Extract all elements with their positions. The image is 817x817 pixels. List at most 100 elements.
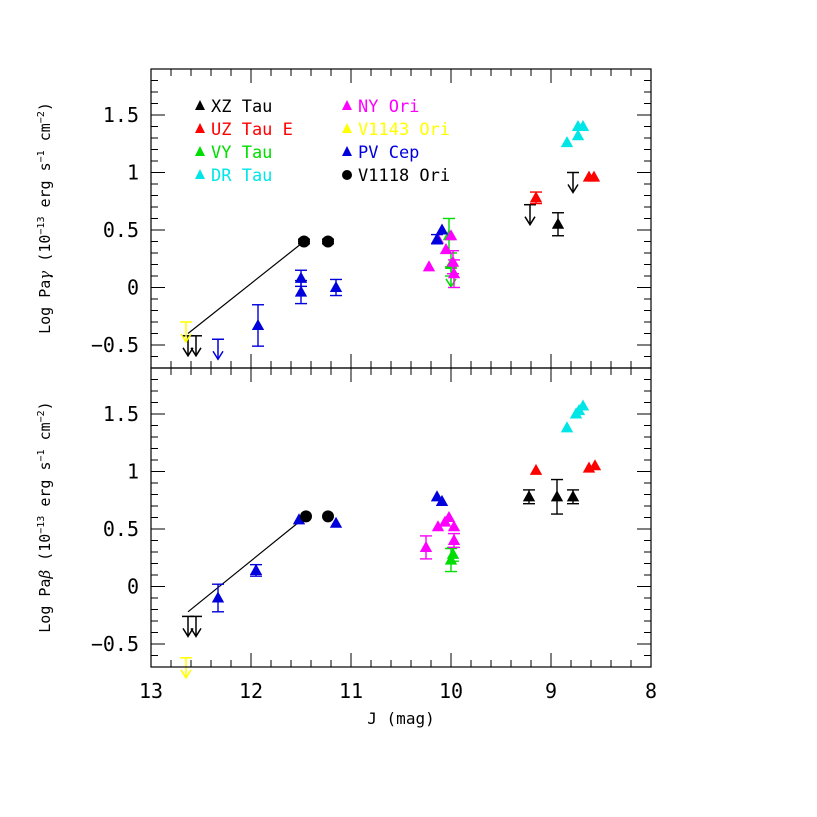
pabeta-marks bbox=[180, 399, 602, 680]
pabeta-ytick-label: 1.5 bbox=[103, 402, 139, 426]
pagamma-point-pv-cep bbox=[294, 285, 308, 297]
pabeta-series-ny-ori bbox=[419, 511, 461, 560]
pagamma-point-pv-cep bbox=[329, 281, 343, 293]
pagamma-point-uz-tau-e bbox=[587, 170, 601, 182]
pabeta-point-pv-cep bbox=[249, 563, 263, 575]
pabeta-ytick-label: −0.5 bbox=[91, 632, 139, 656]
pagamma-upper-limit-xz-tau bbox=[567, 171, 579, 194]
pabeta-upper-limit-xz-tau-head bbox=[190, 628, 202, 638]
pabeta-point-xz-tau bbox=[566, 490, 580, 502]
pagamma-upper-limit-xz-tau bbox=[524, 203, 536, 227]
pabeta-series-v1118-ori bbox=[300, 510, 334, 523]
pagamma-y-ticks: −0.5 0 0.5 1 1.5 bbox=[91, 68, 652, 369]
pagamma-ytick-label: 1.5 bbox=[103, 103, 139, 127]
x-tick-label: 13 bbox=[139, 679, 163, 703]
pabeta-fit-line bbox=[187, 515, 307, 613]
x-tick-label: 12 bbox=[239, 679, 263, 703]
legend-item-pv-cep-marker bbox=[342, 146, 352, 156]
legend-item-dr-tau-marker bbox=[195, 169, 205, 179]
pagamma-upper-limit-xz-tau-head bbox=[182, 347, 194, 358]
pabeta-point-pv-cep bbox=[211, 591, 225, 603]
pabeta-upper-limit-v1143-ori bbox=[180, 657, 192, 680]
pagamma-point-v1118-ori bbox=[322, 235, 334, 248]
pabeta-y-ticks: −0.5 0 0.5 1 1.5 bbox=[91, 367, 652, 668]
legend-item-xz-tau-label: XZ Tau bbox=[211, 97, 272, 117]
pagamma-point-pv-cep bbox=[435, 223, 449, 235]
x-axis-ticks: 13 12 11 10 9 8 bbox=[139, 679, 657, 703]
legend-item-vy-tau: VY Tau bbox=[195, 143, 272, 163]
pagamma-upper-limit-xz-tau-head bbox=[567, 184, 579, 194]
pabeta-ytick-label: 1 bbox=[127, 460, 139, 484]
pagamma-point-pv-cep bbox=[251, 318, 265, 330]
pagamma-point-pv-cep bbox=[430, 232, 444, 244]
legend-item-dr-tau: DR Tau bbox=[195, 166, 272, 186]
x-axis-label: J (mag) bbox=[367, 709, 434, 728]
pagamma-fit-line bbox=[187, 241, 305, 334]
x-tick-label: 11 bbox=[339, 679, 363, 703]
pabeta-series-vy-tau bbox=[444, 546, 460, 573]
pabeta-point-ny-ori bbox=[447, 534, 461, 546]
pabeta-point-ny-ori bbox=[447, 520, 461, 532]
pagamma-upper-limit-pv-cep-head bbox=[212, 350, 224, 361]
pagamma-ytick-label: −0.5 bbox=[91, 333, 139, 357]
pabeta-point-uz-tau-e bbox=[529, 463, 543, 475]
pabeta-point-ny-ori bbox=[431, 520, 445, 532]
pabeta-ytick-label: 0 bbox=[127, 575, 139, 599]
pabeta-point-xz-tau bbox=[550, 490, 564, 502]
pabeta-ytick-label: 0.5 bbox=[103, 517, 139, 541]
legend-item-uz-tau-e-marker bbox=[195, 123, 205, 133]
legend-item-ny-ori-marker bbox=[342, 100, 352, 110]
pabeta-series-xz-tau bbox=[182, 478, 580, 638]
pagamma-ytick-label: 0 bbox=[127, 276, 139, 300]
pagamma-point-v1118-ori bbox=[298, 235, 310, 248]
pagamma-series-pv-cep bbox=[212, 223, 449, 361]
panel-pabeta: −0.5 0 0.5 1 1.5 Log Paβ (10−13 erg s−1 cm−2… bbox=[36, 367, 652, 680]
pabeta-point-v1118-ori bbox=[322, 510, 334, 523]
pabeta-series-pv-cep bbox=[211, 490, 449, 613]
legend-item-v1143-ori-label: V1143 Ori bbox=[358, 120, 450, 140]
pagamma-point-dr-tau bbox=[576, 120, 590, 132]
pabeta-point-uz-tau-e bbox=[588, 459, 602, 471]
pagamma-ytick-label: 1 bbox=[127, 161, 139, 185]
legend-item-vy-tau-label: VY Tau bbox=[211, 143, 272, 163]
legend-item-uz-tau-e-label: UZ Tau E bbox=[211, 120, 293, 140]
legend-item-v1118-ori-marker bbox=[342, 170, 352, 180]
pagamma-series-v1118-ori bbox=[298, 235, 334, 248]
pagamma-point-ny-ori bbox=[422, 260, 436, 272]
pabeta-point-xz-tau bbox=[522, 490, 536, 502]
pabeta-y-axis-label: Log Paβ (10−13 erg s−1 cm−2) bbox=[36, 401, 54, 632]
pagamma-series-v1143-ori bbox=[180, 321, 192, 344]
pagamma-upper-limit-v1143-ori bbox=[180, 321, 192, 344]
pabeta-point-v1118-ori bbox=[300, 510, 312, 523]
pabeta-upper-limit-xz-tau-head bbox=[182, 628, 194, 638]
pagamma-point-ny-ori bbox=[447, 267, 461, 279]
legend-item-pv-cep: PV Cep bbox=[342, 143, 419, 163]
pabeta-series-uz-tau-e bbox=[529, 459, 602, 475]
pagamma-point-dr-tau bbox=[560, 136, 574, 148]
pagamma-point-xz-tau bbox=[551, 217, 565, 229]
pabeta-series-v1143-ori bbox=[180, 657, 192, 680]
pagamma-series-xz-tau bbox=[182, 171, 579, 358]
pagamma-series-ny-ori bbox=[422, 229, 461, 289]
legend-item-xz-tau-marker bbox=[195, 100, 205, 110]
pabeta-series-dr-tau bbox=[560, 399, 590, 433]
legend-item-v1143-ori-marker bbox=[342, 123, 352, 133]
legend-item-v1118-ori-label: V1118 Ori bbox=[358, 166, 450, 186]
pagamma-upper-limit-v1143-ori-head bbox=[180, 333, 192, 344]
pagamma-series-dr-tau bbox=[560, 120, 590, 148]
legend-item-v1118-ori: V1118 Ori bbox=[342, 166, 450, 186]
pagamma-marks bbox=[180, 120, 601, 361]
legend-item-ny-ori: NY Ori bbox=[342, 97, 419, 117]
legend-item-pv-cep-label: PV Cep bbox=[358, 143, 419, 163]
pagamma-point-dr-tau bbox=[571, 129, 585, 141]
pabeta-point-dr-tau bbox=[560, 421, 574, 433]
x-tick-label: 10 bbox=[439, 679, 463, 703]
pabeta-point-pv-cep bbox=[435, 494, 449, 506]
pagamma-ytick-label: 0.5 bbox=[103, 218, 139, 242]
legend-item-xz-tau: XZ Tau bbox=[195, 97, 272, 117]
pabeta-point-pv-cep bbox=[292, 513, 306, 525]
pagamma-upper-limit-xz-tau bbox=[190, 335, 202, 358]
x-tick-label: 9 bbox=[545, 679, 557, 703]
x-tick-label: 8 bbox=[645, 679, 657, 703]
